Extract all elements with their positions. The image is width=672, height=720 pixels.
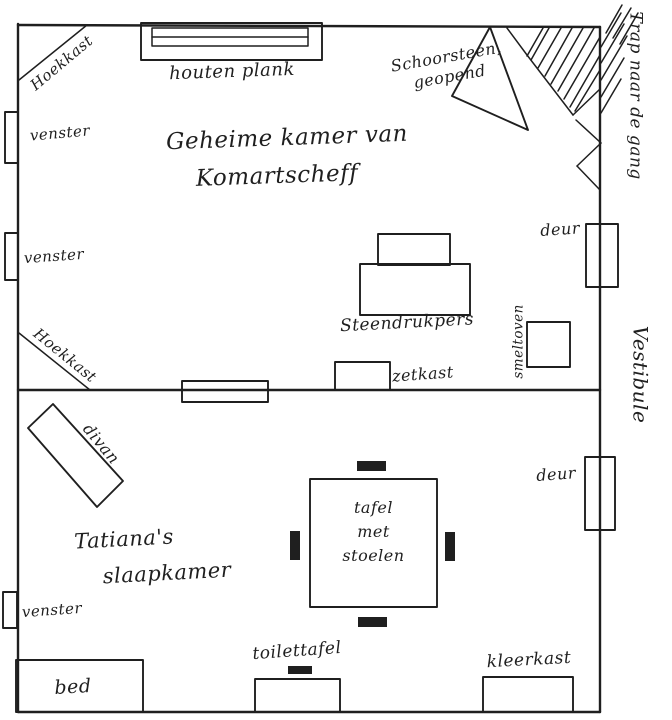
vestibule-label: Vestibule xyxy=(628,325,653,424)
tafel-line3: stoelen xyxy=(342,546,405,565)
tafel-line1: tafel xyxy=(354,498,393,517)
hoekkast-top-line xyxy=(18,24,88,81)
toilettafel-rect xyxy=(254,678,341,713)
chimney-triangle xyxy=(451,26,529,131)
smeltoven-rect xyxy=(526,321,571,368)
wall-top xyxy=(16,23,602,29)
door-rect-lower xyxy=(584,456,616,531)
press-top-rect xyxy=(377,233,451,266)
stairs-outline xyxy=(572,88,602,191)
stool-mark xyxy=(288,666,312,674)
table-rect xyxy=(309,478,438,608)
divider-cabinet-rect xyxy=(181,380,269,403)
stairs-hatch-outside xyxy=(600,4,639,114)
hoekkast-mid-line xyxy=(18,332,91,391)
stairs-hatch xyxy=(506,27,601,116)
bed-rect xyxy=(15,659,144,713)
tafel-line2: met xyxy=(357,522,390,541)
window-rect-3 xyxy=(2,591,18,629)
chair-mark-left xyxy=(290,531,300,560)
divan-rect xyxy=(27,403,124,508)
tafel-label: tafel met stoelen xyxy=(310,496,437,568)
kleerkast-rect xyxy=(482,676,574,713)
bed-label: bed xyxy=(53,675,93,699)
window-rect-1 xyxy=(4,111,19,164)
shelf-outer-rect xyxy=(140,22,323,61)
trap-label: Trap naar de gang xyxy=(625,11,646,180)
chair-mark-bottom xyxy=(358,617,387,627)
window-rect-2 xyxy=(4,232,19,281)
chair-mark-right xyxy=(445,532,455,561)
smeltoven-label: smeltoven xyxy=(510,304,527,379)
chair-mark-top xyxy=(357,461,386,471)
press-body-rect xyxy=(359,263,471,316)
door-rect-upper xyxy=(585,223,619,288)
zetkast-rect xyxy=(334,361,391,391)
